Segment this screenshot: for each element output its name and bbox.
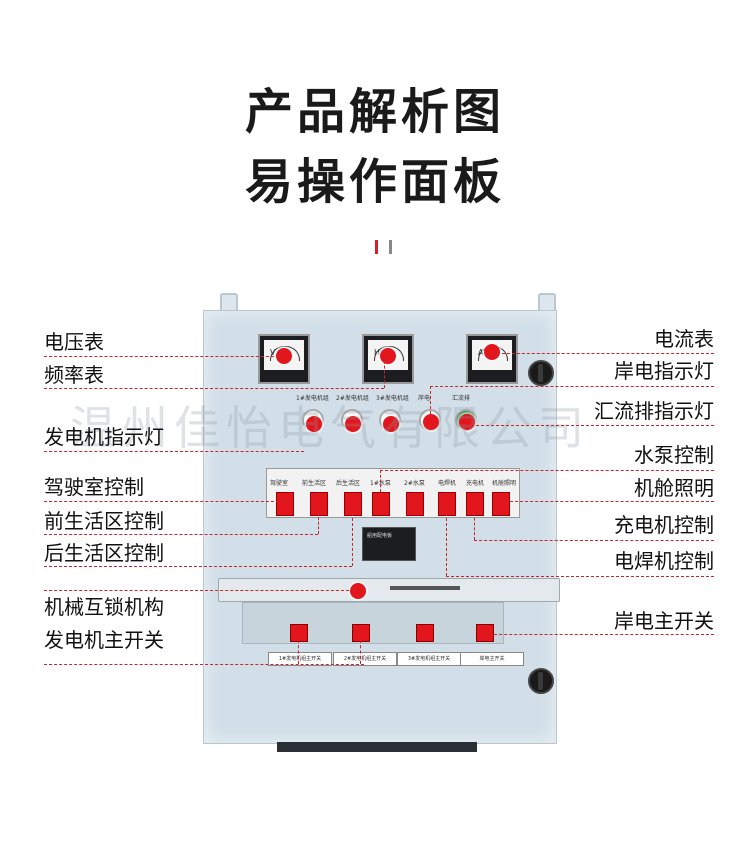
leader-line bbox=[492, 353, 714, 354]
breaker-label: 电焊机 bbox=[438, 480, 457, 487]
lamp-label: 1#发电机组 bbox=[296, 395, 329, 402]
main-switch-label: 1#发电机组主开关 bbox=[268, 652, 332, 666]
breaker-label: 充电机 bbox=[466, 480, 485, 487]
interlock-marker[interactable] bbox=[350, 583, 366, 599]
leader-line bbox=[474, 508, 475, 540]
callout-gen-indicator: 发电机指示灯 bbox=[44, 425, 164, 449]
leader-line bbox=[44, 566, 352, 567]
breaker-front-living[interactable] bbox=[310, 492, 328, 516]
callout-rear-living-control: 后生活区控制 bbox=[44, 541, 164, 565]
shore-main-switch[interactable] bbox=[476, 624, 494, 642]
gen1-lamp-marker bbox=[306, 416, 322, 432]
leader-line bbox=[44, 356, 284, 357]
callout-shore-indicator: 岸电指示灯 bbox=[614, 359, 714, 383]
frequency-marker bbox=[380, 348, 396, 364]
callout-voltmeter: 电压表 bbox=[44, 330, 104, 354]
breaker-label: 驾驶室 bbox=[270, 480, 289, 487]
page-subtitle: 易操作面板 bbox=[244, 154, 505, 210]
callout-bridge-control: 驾驶室控制 bbox=[44, 475, 144, 499]
breaker-label: 2#水泵 bbox=[404, 480, 425, 487]
callout-charger-control: 充电机控制 bbox=[614, 513, 714, 537]
breaker-label: 后生活区 bbox=[336, 480, 361, 487]
mounting-tab-right bbox=[538, 293, 556, 311]
ammeter-marker bbox=[484, 344, 500, 360]
callout-shore-main-switch: 岸电主开关 bbox=[614, 609, 714, 633]
leader-line bbox=[44, 534, 318, 535]
main-switch-plate bbox=[242, 602, 504, 644]
leader-line bbox=[44, 501, 284, 502]
lamp-label: 岸电 bbox=[418, 395, 431, 402]
gen3-main-switch[interactable] bbox=[416, 624, 434, 642]
selector-knob-bottom[interactable] bbox=[528, 668, 554, 694]
gen1-main-switch[interactable] bbox=[290, 624, 308, 642]
leader-line bbox=[44, 590, 354, 591]
leader-line bbox=[298, 640, 299, 664]
leader-line bbox=[446, 576, 714, 577]
callout-ammeter: 电流表 bbox=[654, 327, 714, 351]
leader-line bbox=[500, 501, 714, 502]
lamp-label: 汇流排 bbox=[452, 395, 471, 402]
leader-line bbox=[380, 470, 714, 471]
leader-line bbox=[352, 508, 353, 566]
callout-busbar-indicator: 汇流排指示灯 bbox=[594, 399, 714, 423]
callout-interlock: 机械互锁机构 bbox=[44, 595, 164, 619]
gen2-main-switch[interactable] bbox=[352, 624, 370, 642]
page-title: 产品解析图 bbox=[244, 84, 505, 140]
main-switch-label: 2#发电机组主开关 bbox=[333, 652, 397, 666]
breaker-label: 前生活区 bbox=[302, 480, 327, 487]
leader-line bbox=[430, 386, 431, 414]
main-switch-label: 3#发电机组主开关 bbox=[397, 652, 461, 666]
callout-pump-control: 水泵控制 bbox=[634, 443, 714, 467]
panel-base bbox=[277, 742, 477, 752]
leader-line bbox=[44, 664, 364, 665]
accent-bar-grey bbox=[389, 240, 392, 254]
nameplate: 船用配电板 bbox=[362, 527, 416, 561]
voltmeter-marker bbox=[276, 348, 292, 364]
breaker-pump1[interactable] bbox=[372, 492, 390, 516]
interlock-slot bbox=[390, 586, 460, 590]
leader-line bbox=[380, 470, 381, 492]
breaker-engine-light[interactable] bbox=[492, 492, 510, 516]
lamp-label: 2#发电机组 bbox=[336, 395, 369, 402]
callout-gen-main-switch: 发电机主开关 bbox=[44, 628, 164, 652]
breaker-charger[interactable] bbox=[466, 492, 484, 516]
leader-line bbox=[430, 386, 714, 387]
breaker-rear-living[interactable] bbox=[344, 492, 362, 516]
watermark: 温州佳怡电气有限公司 bbox=[70, 401, 590, 455]
main-switch-label: 岸电主开关 bbox=[460, 652, 524, 666]
gen3-lamp-marker bbox=[383, 416, 399, 432]
leader-line bbox=[318, 508, 319, 534]
lamp-label: 3#发电机组 bbox=[376, 395, 409, 402]
leader-line bbox=[474, 540, 714, 541]
leader-line bbox=[44, 451, 304, 452]
leader-line bbox=[360, 640, 361, 664]
selector-knob-top[interactable] bbox=[528, 360, 554, 386]
leader-line bbox=[384, 356, 385, 388]
callout-front-living-control: 前生活区控制 bbox=[44, 509, 164, 533]
leader-line bbox=[44, 388, 384, 389]
callout-frequency-meter: 频率表 bbox=[44, 363, 104, 387]
shore-lamp-marker bbox=[423, 414, 439, 430]
interlock-rail bbox=[218, 578, 560, 602]
leader-line bbox=[466, 425, 714, 426]
callout-welder-control: 电焊机控制 bbox=[614, 549, 714, 573]
gen2-lamp-marker bbox=[345, 416, 361, 432]
frequency-meter: Hz bbox=[362, 334, 414, 384]
callout-engine-lighting: 机舱照明 bbox=[634, 476, 714, 500]
breaker-label: 机舱照明 bbox=[492, 480, 517, 487]
breaker-pump2[interactable] bbox=[406, 492, 424, 516]
busbar-lamp-marker bbox=[459, 414, 475, 430]
leader-line bbox=[446, 508, 447, 576]
accent-bar bbox=[375, 240, 378, 254]
leader-line bbox=[484, 634, 714, 635]
breaker-welder[interactable] bbox=[438, 492, 456, 516]
mounting-tab-left bbox=[220, 293, 238, 311]
breaker-bridge[interactable] bbox=[276, 492, 294, 516]
